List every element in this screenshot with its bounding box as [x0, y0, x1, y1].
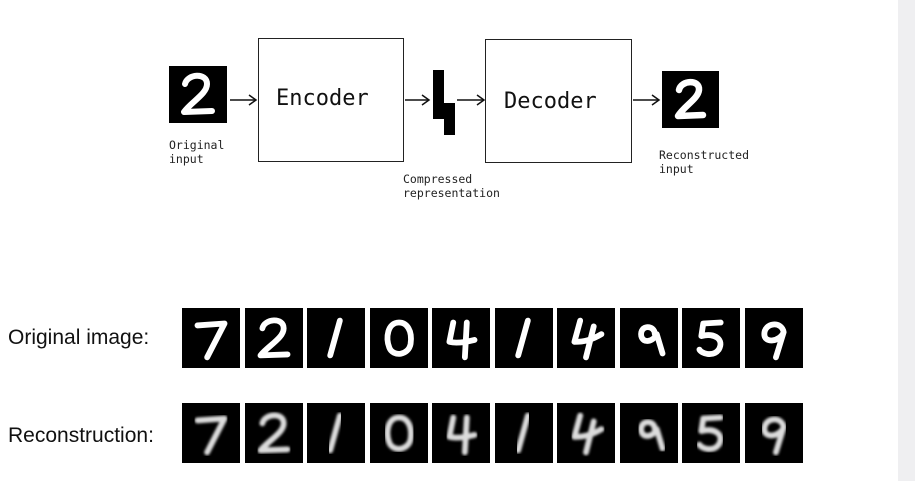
caption-line: input — [169, 152, 204, 166]
digit-stroke — [327, 317, 343, 359]
digit-4-glyph — [571, 317, 605, 361]
original-digit-tile — [682, 308, 740, 368]
digit-stroke — [194, 320, 228, 361]
reconstruction-digit-tile — [557, 403, 615, 463]
digit-2-glyph — [257, 412, 290, 454]
digit-stroke — [327, 412, 343, 454]
original-digit-tile — [369, 308, 428, 368]
digit-stroke — [446, 414, 478, 456]
digit-9-glyph — [760, 416, 787, 456]
caption-line: Compressed — [403, 172, 473, 186]
digit-stroke — [637, 419, 665, 452]
digit-two-glyph — [181, 72, 215, 115]
code-cell — [444, 118, 455, 135]
reconstruction-digit-tile — [682, 403, 740, 463]
code-cell — [433, 102, 444, 119]
digit-two-glyph — [674, 78, 707, 120]
encoder-label: Encoder — [276, 86, 369, 111]
decoder-box — [485, 39, 632, 163]
code-cell — [433, 70, 444, 87]
digit-1-glyph — [514, 412, 531, 454]
arrow-decoder-to-output — [633, 94, 661, 106]
arrow-input-to-encoder — [230, 94, 258, 106]
digit-stroke — [384, 319, 414, 357]
decoder-label: Decoder — [504, 89, 597, 114]
arrow-code-to-decoder — [457, 94, 486, 106]
digit-stroke — [257, 317, 290, 359]
compressed-representation-caption: Compressed representation — [403, 172, 500, 200]
digit-7-glyph — [194, 415, 228, 456]
original-digit-tile — [494, 308, 553, 368]
code-cell — [433, 118, 444, 135]
reconstruction-digit-tile — [244, 403, 303, 463]
digit-5-glyph — [696, 414, 724, 452]
digit-stroke — [257, 412, 290, 454]
digit-5-glyph — [696, 319, 724, 357]
caption-line: Reconstructed — [659, 148, 750, 162]
digit-stroke — [514, 412, 531, 454]
digit-4-glyph — [446, 414, 478, 456]
code-cell — [444, 102, 455, 119]
original-digit-tile — [557, 308, 615, 368]
reconstruction-digit-tile — [182, 403, 240, 463]
digit-stroke — [514, 317, 531, 359]
digit-stroke — [760, 416, 787, 456]
compressed-code-vector — [433, 70, 455, 135]
digit-stroke — [384, 414, 414, 452]
digit-9-glyph — [637, 324, 665, 357]
reconstruction-digit-tile — [432, 403, 490, 463]
digit-2-glyph — [257, 317, 290, 359]
original-digit-tile — [744, 308, 803, 368]
original-input-digit — [169, 66, 227, 123]
reconstruction-digit-tile — [494, 403, 553, 463]
original-digit-tile — [432, 308, 490, 368]
reconstruction-digit-tile — [619, 403, 678, 463]
caption-line: input — [659, 162, 694, 176]
right-edge-strip — [898, 0, 915, 481]
digit-0-glyph — [384, 319, 414, 357]
digit-stroke — [696, 414, 724, 452]
digit-1-glyph — [327, 412, 343, 454]
digit-9-glyph — [637, 419, 665, 452]
digit-9-glyph — [760, 321, 787, 361]
encoder-box — [258, 38, 404, 162]
code-cell — [444, 86, 455, 103]
digit-stroke — [571, 412, 605, 456]
original-digit-tile — [244, 308, 303, 368]
code-cell — [433, 86, 444, 103]
code-cell — [444, 70, 455, 87]
reconstructed-input-digit — [662, 71, 719, 128]
digit-stroke — [760, 321, 787, 361]
digit-stroke — [571, 317, 605, 361]
original-digit-tile — [182, 308, 240, 368]
digit-4-glyph — [446, 319, 478, 361]
digit-stroke — [637, 324, 665, 357]
reconstruction-row-label: Reconstruction: — [8, 424, 154, 447]
reconstructed-input-caption: Reconstructed input — [659, 148, 749, 176]
reconstruction-digit-tile — [307, 403, 365, 463]
original-digit-tile — [307, 308, 365, 368]
digit-7-glyph — [194, 320, 228, 361]
original-image-row-label: Original image: — [8, 326, 150, 349]
caption-line: representation — [403, 186, 500, 200]
digit-stroke — [446, 319, 478, 361]
original-digit-tile — [619, 308, 678, 368]
digit-stroke — [194, 415, 228, 456]
digit-4-glyph — [571, 412, 605, 456]
original-input-caption: Original input — [169, 138, 224, 166]
reconstruction-digit-tile — [744, 403, 803, 463]
reconstruction-digit-tile — [369, 403, 428, 463]
digit-stroke — [696, 319, 724, 357]
digit-1-glyph — [514, 317, 531, 359]
digit-0-glyph — [384, 414, 414, 452]
arrow-encoder-to-code — [405, 94, 431, 106]
digit-1-glyph — [327, 317, 343, 359]
caption-line: Original — [169, 138, 225, 152]
